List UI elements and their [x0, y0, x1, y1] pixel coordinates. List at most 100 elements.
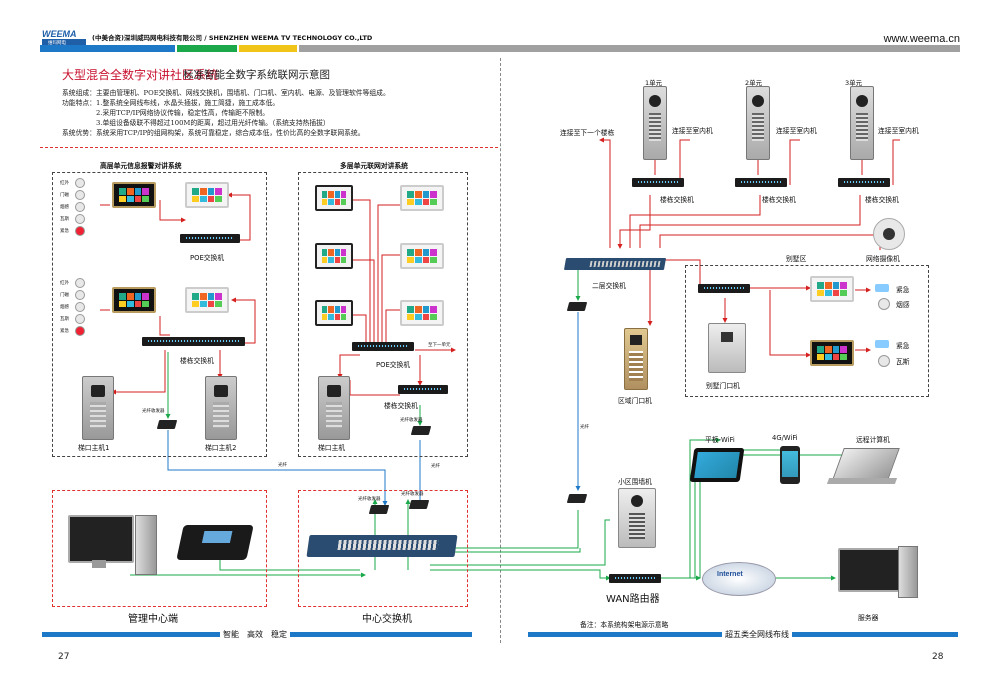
poe-switch-label: POE交换机	[190, 254, 225, 262]
gas-label: 瓦斯	[896, 358, 910, 366]
multistorey-system-box	[298, 172, 468, 457]
building-switch-u1-label: 楼栋交换机	[660, 196, 694, 204]
page-title: 大型混合全数字对讲社区系统	[62, 68, 219, 82]
phone-label: 4G/WiFi	[772, 434, 798, 442]
network-camera-label: 网络摄像机	[866, 255, 900, 263]
indoor-monitor	[315, 243, 353, 269]
poe-switch-2-label: POE交换机	[376, 361, 411, 369]
desc-line-3: 2.采用TCP/IP网络协议传输，稳定性高，传输距不限制。	[62, 109, 270, 117]
villa-area-box	[685, 265, 929, 397]
footer-slogan-left: 智能 高效 稳定	[220, 629, 290, 640]
indoor-monitor	[315, 300, 353, 326]
unit-door-station-1	[643, 86, 667, 160]
indoor-monitor	[400, 243, 444, 269]
desc-line-5: 系统优势：系统采用TCP/IP的组网构架，系统可靠稳定，综合成本低，性价比高的全…	[62, 129, 365, 137]
page-number-right: 28	[932, 652, 944, 662]
layer2-switch-label: 二层交换机	[592, 282, 626, 290]
indoor-monitor	[185, 287, 229, 313]
tablet-label: 平板-WiFi	[705, 436, 735, 444]
weema-logo: WEEMA 维玛网电	[40, 28, 90, 46]
multistorey-system-title: 多层单元联网对讲系统	[340, 162, 408, 170]
poe-switch-2	[352, 342, 414, 351]
highrise-system-title: 高层单元信息报警对讲系统	[100, 162, 182, 170]
unit-door-station-3	[850, 86, 874, 160]
building-switch-2-label: 楼栋交换机	[384, 402, 418, 410]
page-number-left: 27	[58, 652, 70, 662]
internet-cloud	[702, 562, 776, 596]
next-unit-label: 至下一单元	[428, 343, 451, 348]
villa-monitor-2	[810, 340, 854, 366]
website: www.weema.cn	[883, 33, 960, 45]
desc-line-4: 3.单组设备级联不得超过100M的距离，超过用光纤传输。（系统支持热插拔）	[62, 119, 330, 127]
pc-tower	[135, 515, 157, 575]
door-station-1	[82, 376, 114, 440]
building-switch-label: 楼栋交换机	[180, 357, 214, 365]
building-switch	[142, 337, 245, 346]
svg-text:维玛网电: 维玛网电	[48, 39, 66, 46]
fiber-transceiver-label: 光纤收发器	[142, 409, 165, 414]
sensor-label: 红外	[60, 281, 69, 286]
to-indoor-label-2: 连接至室内机	[776, 127, 817, 135]
unit-2-label: 2单元	[745, 79, 763, 87]
villa-door-station	[708, 323, 746, 373]
highrise-system-box	[52, 172, 267, 457]
fiber-transceiver-a	[368, 505, 390, 514]
fiber-label: 光纤	[278, 463, 287, 468]
poe-switch	[180, 234, 240, 243]
door-station-3-label: 梯口主机	[318, 444, 346, 452]
page-divider	[500, 58, 501, 643]
header-bar-yellow	[239, 45, 297, 52]
sensor-label: 烟感	[60, 305, 69, 310]
sensor-label: 红外	[60, 181, 69, 186]
sensor-label: 紧急	[60, 229, 69, 234]
layer2-switch	[563, 258, 667, 270]
villa-door-label: 别墅门口机	[706, 382, 740, 390]
door-station-1-label: 梯口主机1	[78, 444, 110, 452]
indoor-monitor	[185, 182, 229, 208]
door-station-3	[318, 376, 350, 440]
smoke-label: 烟感	[896, 301, 910, 309]
indoor-monitor	[315, 185, 353, 211]
remote-pc-label: 远程计算机	[856, 436, 890, 444]
sensor-label: 门磁	[60, 193, 69, 198]
server-tower	[898, 546, 918, 598]
to-indoor-label-1: 连接至室内机	[672, 127, 713, 135]
unit-1-label: 1单元	[645, 79, 663, 87]
note-label: 备注：本系统构架电源示意略	[580, 621, 669, 629]
fiber-transceiver	[156, 420, 178, 429]
villa-area-label: 别墅区	[786, 255, 807, 263]
fiber-transceiver-2	[410, 426, 432, 435]
transceiver-b-label: 光纤收发器	[401, 492, 424, 497]
emergency-button-icon	[875, 340, 889, 348]
building-switch-u1	[632, 178, 684, 187]
sensor-label: 烟感	[60, 205, 69, 210]
fiber-transceiver-r2	[566, 494, 588, 503]
building-switch-u3-label: 楼栋交换机	[865, 196, 899, 204]
emergency-label-1: 紧急	[896, 286, 910, 294]
indoor-monitor	[112, 182, 156, 208]
mgmt-center-label: 管理中心端	[128, 614, 178, 625]
sensor-label: 瓦斯	[60, 317, 69, 322]
unit-3-label: 3单元	[845, 79, 863, 87]
wan-router-label: WAN路由器	[606, 594, 660, 605]
area-door-station	[624, 328, 648, 390]
door-station-2-label: 梯口主机2	[205, 444, 237, 452]
footer-slogan-right: 超五类全网线布线	[722, 629, 792, 640]
villa-monitor-1	[810, 276, 854, 302]
fiber-label-r: 光纤	[580, 425, 589, 430]
management-phone	[176, 525, 254, 560]
fiber-label-2: 光纤	[431, 464, 440, 469]
header-bar-green	[177, 45, 237, 52]
smoke-sensor-icon	[878, 298, 890, 310]
server-label: 服务器	[858, 614, 879, 622]
internet-label: Internet	[717, 571, 743, 578]
central-switch	[306, 535, 458, 557]
fiber-transceiver-label-2: 光纤收发器	[400, 418, 423, 423]
mgmt-center-box	[52, 490, 267, 607]
section-divider	[40, 147, 498, 148]
svg-text:WEEMA: WEEMA	[42, 29, 77, 39]
emergency-label-2: 紧急	[896, 342, 910, 350]
indoor-monitor	[400, 185, 444, 211]
fiber-transceiver-b	[408, 500, 430, 509]
pc-stand	[92, 560, 106, 568]
